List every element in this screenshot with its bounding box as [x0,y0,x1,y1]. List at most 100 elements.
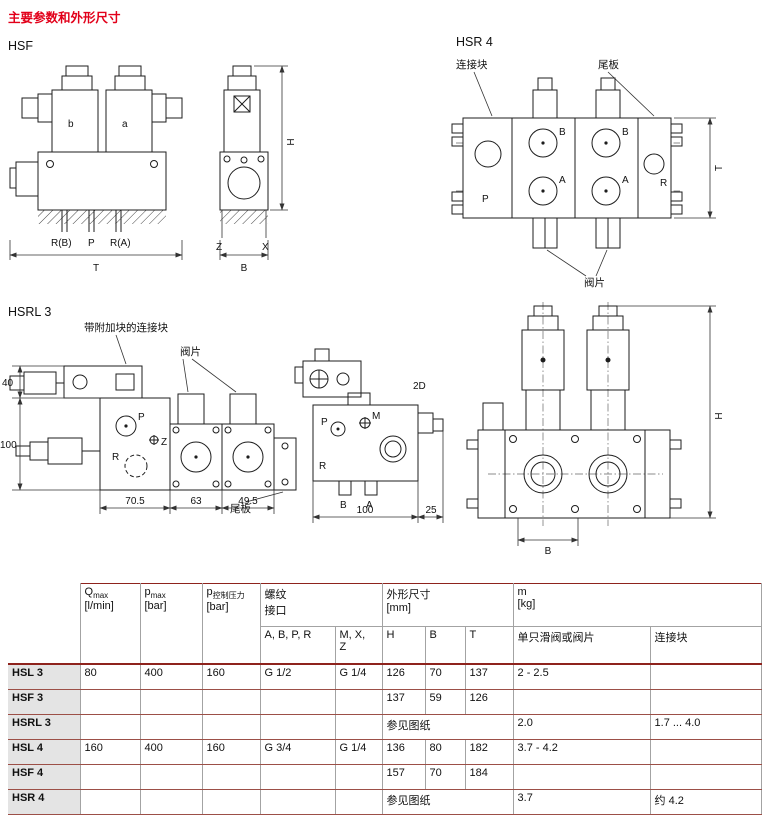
cell-b: 70 [424,764,466,790]
cell-pmax [139,714,203,740]
port-p-label: P [88,238,95,249]
cell-mass-block [649,663,762,690]
cell-mass-valve [512,764,651,790]
table-header-row-2: A, B, P, R M, X, Z H B T 单只滑阀或阀片 连接块 [8,626,762,665]
callout-end-plate: 尾板 [598,58,619,71]
cell-h: 137 [381,689,426,715]
cell-thread-main [259,789,336,815]
dim-h-label: H [286,138,297,145]
cell-mass-block: 1.7 ... 4.0 [649,714,762,740]
table-row-hsr4: HSR 4 参见图纸 3.7 约 4.2 [8,789,762,815]
dim-25-label: 25 [425,505,437,516]
port-a1-label: A [559,175,566,186]
coil-a-label: a [122,119,128,130]
header-qmax: Qmax [l/min] [79,583,141,665]
dim-b-label: B [545,546,552,557]
header-dim-t: T [464,626,514,665]
front-view-body [466,302,682,526]
cell-pctl [201,764,261,790]
cell-qmax: 160 [79,739,141,765]
cell-pctl [201,789,261,815]
header-mass-block: 连接块 [649,626,762,665]
port-p-label: P [321,417,328,428]
dim-49-5-label: 49.5 [238,496,258,507]
port-r-label: R [112,452,119,463]
port-p-label: P [138,412,145,423]
header-dimensions: 外形尺寸 [mm] [381,583,514,627]
hsf-drawing: HSF b a R(B) [8,39,297,274]
cell-pctl: 160 [201,739,261,765]
ground-hatch [220,210,268,224]
header-mass: m [kg] [512,583,762,627]
row-label: HSL 3 [8,663,81,690]
cell-pctl [201,689,261,715]
hsf-front-view: b a R(B) P R(A) T [9,65,183,274]
cell-h: 136 [381,739,426,765]
cell-qmax [79,789,141,815]
cell-mass-block [649,689,762,715]
hsr4-drawing: HSR 4 连接块 尾板 P [451,35,725,289]
cell-b: 70 [424,663,466,690]
cell-t: 184 [464,764,514,790]
cell-b: 80 [424,739,466,765]
row-label: HSR 4 [8,789,81,815]
callout-connection-block: 连接块 [456,58,488,71]
cell-thread-pilot [334,689,383,715]
cell-thread-pilot: G 1/4 [334,739,383,765]
cell-t: 137 [464,663,514,690]
corner-cell [8,583,81,665]
hsr4-front-drawing: H B [466,302,725,557]
dim-100-label: 100 [0,440,17,451]
row-label: HSL 4 [8,739,81,765]
cell-t: 182 [464,739,514,765]
hsrl3-plan-view: P Z R [9,365,297,491]
label-2d: 2D [413,381,426,392]
port-b1-label: B [559,127,566,138]
header-pmax-unit: [bar] [144,600,167,613]
callout-valve-plate: 阀片 [584,276,605,289]
cell-mass-block [649,739,762,765]
header-pctl-symbol: p控制压力 [206,586,245,601]
port-p-label: P [482,194,489,205]
hsf-label: HSF [8,39,33,53]
port-r-label: R [660,178,667,189]
parameters-table: Qmax [l/min] pmax [bar] p控制压力 [bar] 螺纹 接… [8,583,762,815]
cell-h: 157 [381,764,426,790]
dim-h-label: H [714,412,725,419]
cell-thread-pilot [334,714,383,740]
row-label: HSRL 3 [8,714,81,740]
coil-b-label: b [68,119,74,130]
port-x-label: X [262,242,269,253]
hsr4-label: HSR 4 [456,35,493,49]
table-row-hsrl3: HSRL 3 参见图纸 2.0 1.7 ... 4.0 [8,714,762,740]
hsrl3-drawing: HSRL 3 带附加块的连接块 阀片 P Z R [0,305,297,515]
dim-t-label: T [93,263,99,274]
table-row-hsf3: HSF 3 137 59 126 [8,689,762,715]
cell-thread-main: G 1/2 [259,663,336,690]
dim-100-label: 100 [357,505,374,516]
header-qmax-symbol: Qmax [84,586,109,601]
cell-pmax [139,689,203,715]
dim-t-label: T [714,165,725,171]
port-a2-label: A [622,175,629,186]
cell-thread-main: G 3/4 [259,739,336,765]
cell-mass-block [649,764,762,790]
hsrl3-label: HSRL 3 [8,305,51,319]
cell-qmax [79,764,141,790]
cell-h: 126 [381,663,426,690]
cell-thread-main [259,714,336,740]
cell-pmax: 400 [139,739,203,765]
header-mass-valve: 单只滑阀或阀片 [512,626,651,665]
port-z-label: Z [216,242,222,253]
cell-mass-valve: 2.0 [512,714,651,740]
hsf-side-view: Z X B H [216,65,297,274]
cell-mass-valve: 3.7 - 4.2 [512,739,651,765]
cell-thread-pilot [334,764,383,790]
port-z-label: Z [161,437,167,448]
port-b2-label: B [622,127,629,138]
cell-thread-pilot: G 1/4 [334,663,383,690]
cell-pctl [201,714,261,740]
cell-dims-note: 参见图纸 [381,789,514,815]
port-m-label: M [372,411,380,422]
